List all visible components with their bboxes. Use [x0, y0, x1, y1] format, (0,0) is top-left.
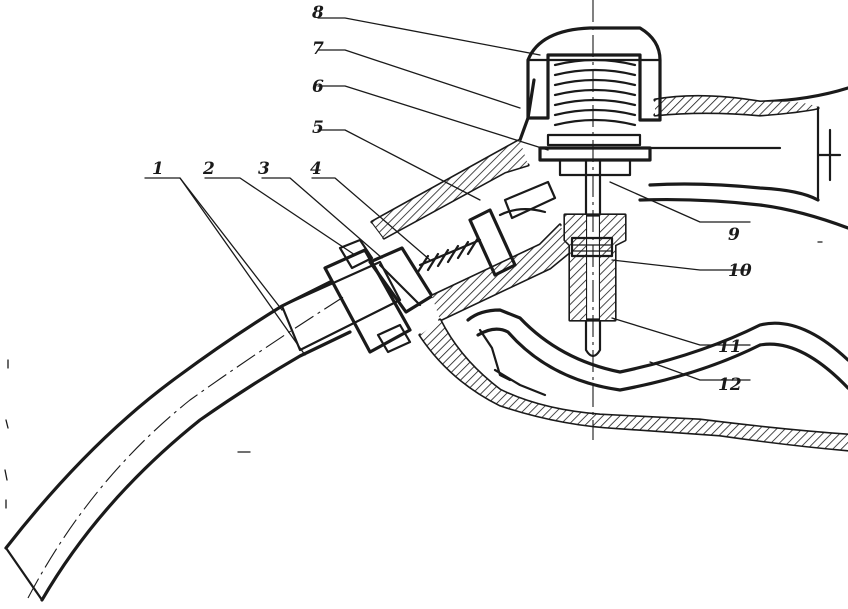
callout-9: 9: [728, 225, 740, 245]
callout-1: 1: [152, 159, 164, 179]
callout-3: 3: [258, 159, 270, 179]
upper-spring: [546, 58, 642, 147]
check-valve-spring: [416, 236, 482, 274]
check-valve-disc: [468, 180, 557, 277]
callout-4: 4: [310, 159, 322, 179]
spout-tube: [4, 280, 352, 602]
callout-10: 10: [728, 261, 752, 281]
diaphragm: [538, 146, 652, 177]
valve-stem: [584, 0, 602, 440]
callout-5: 5: [312, 118, 324, 138]
callout-labels: 1 2 3 4 5 6 7 8 9 10 11 12: [152, 3, 752, 395]
callout-7: 7: [312, 39, 324, 59]
lower-valve-housing: [563, 213, 627, 322]
callout-2: 2: [202, 159, 215, 179]
callout-11: 11: [718, 337, 742, 357]
callout-6: 6: [312, 77, 324, 97]
leader-lines: [144, 17, 751, 381]
callout-8: 8: [311, 3, 324, 23]
trigger-lever: [466, 308, 848, 397]
coupling-nut: [280, 238, 434, 354]
callout-12: 12: [718, 375, 742, 395]
valve-cap: [526, 26, 662, 122]
scan-marks: [4, 241, 823, 509]
